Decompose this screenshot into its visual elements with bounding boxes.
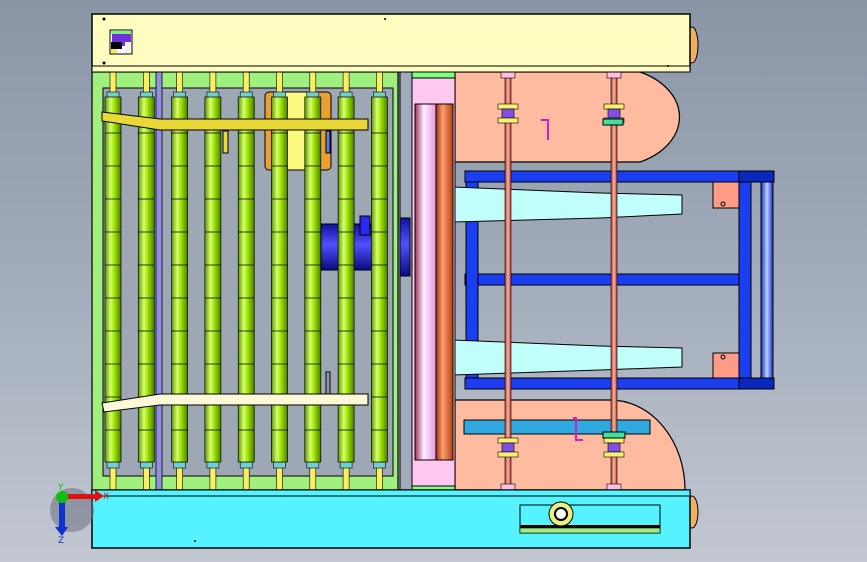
drive-shaft[interactable] [155, 71, 163, 491]
lower-bracket [573, 417, 583, 441]
x-axis-label: X [103, 492, 109, 502]
lower-cream-guide-bar[interactable] [101, 371, 369, 413]
conveyor-roller[interactable] [137, 71, 155, 493]
upper-bracket [541, 119, 549, 140]
roller-group [104, 71, 388, 493]
axis-triad: X Y Z [50, 483, 109, 546]
material-legend-icon [109, 29, 133, 55]
conveyor-roller[interactable] [337, 71, 355, 493]
motor-flange [399, 217, 411, 277]
upper-yellow-guide-bar[interactable] [101, 111, 369, 154]
upper-side-plate[interactable] [454, 71, 681, 163]
lower-mount-block [712, 352, 740, 379]
conveyor-roller[interactable] [304, 71, 322, 493]
clamp [602, 431, 626, 439]
clamp [602, 118, 624, 126]
y-axis-origin [56, 491, 68, 503]
z-axis-label: Z [58, 536, 64, 546]
conveyor-roller[interactable] [371, 71, 388, 493]
lower-side-plate[interactable] [454, 399, 686, 491]
y-axis-label: Y [57, 483, 64, 493]
conveyor-roller[interactable] [204, 71, 222, 493]
z-axis-arrow [59, 496, 65, 528]
conveyor-roller[interactable] [237, 71, 255, 493]
x-axis-arrow [63, 494, 95, 499]
conveyor-roller[interactable] [171, 71, 188, 493]
upper-taper-block[interactable] [452, 186, 683, 223]
tensioner-wheel[interactable] [548, 501, 574, 527]
drive-drum[interactable] [411, 71, 456, 493]
gap-plate [399, 71, 413, 491]
conveyor-roller[interactable] [104, 71, 122, 493]
upper-mount-block [712, 181, 740, 209]
top-frame-beam[interactable] [91, 13, 691, 71]
lower-taper-block[interactable] [452, 339, 683, 376]
conveyor-roller[interactable] [271, 71, 288, 493]
